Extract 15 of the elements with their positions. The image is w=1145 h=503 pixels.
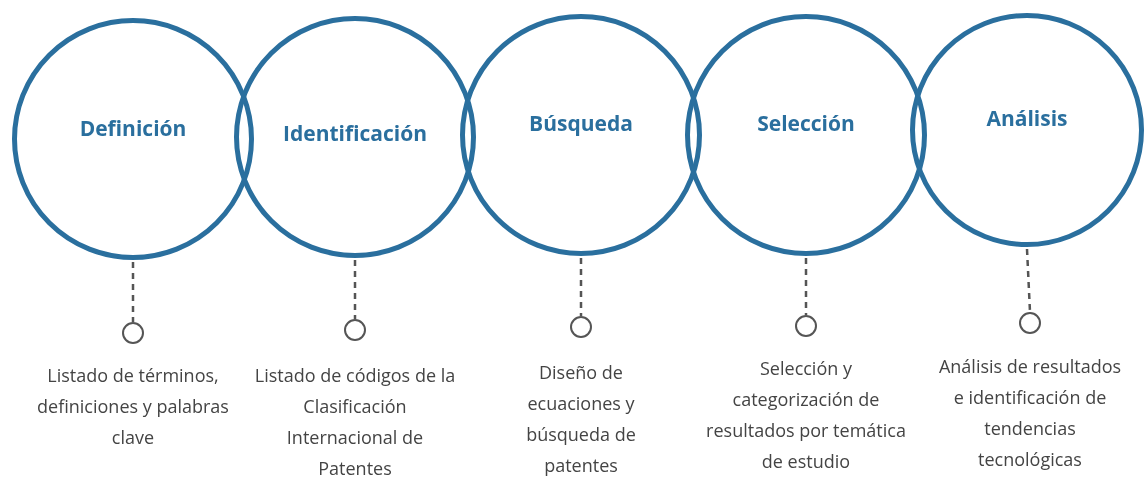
dashed-connector <box>804 258 808 315</box>
dashed-connector <box>579 258 583 316</box>
step-title: Búsqueda <box>529 108 633 140</box>
step-description: Análisis de resultados e identificación de tendencias tecnológicas <box>937 353 1123 473</box>
step-title: Selección <box>757 108 855 140</box>
step-description: Listado de códigos de la Clasificación Internacional de Patentes <box>253 362 457 482</box>
step-title: Análisis <box>986 103 1068 135</box>
step-title: Identificación <box>283 118 427 150</box>
step-description: Selección y categorización de resultados por temática de estudio <box>705 355 907 475</box>
step-description: Diseño de ecuaciones y búsqueda de patentes <box>525 359 637 479</box>
step-title: Definición <box>79 113 187 145</box>
dashed-connector <box>353 260 357 319</box>
step-description: Listado de términos, definiciones y palabras clave <box>36 362 230 451</box>
dashed-connector <box>1025 248 1032 313</box>
dashed-connector <box>131 262 135 322</box>
